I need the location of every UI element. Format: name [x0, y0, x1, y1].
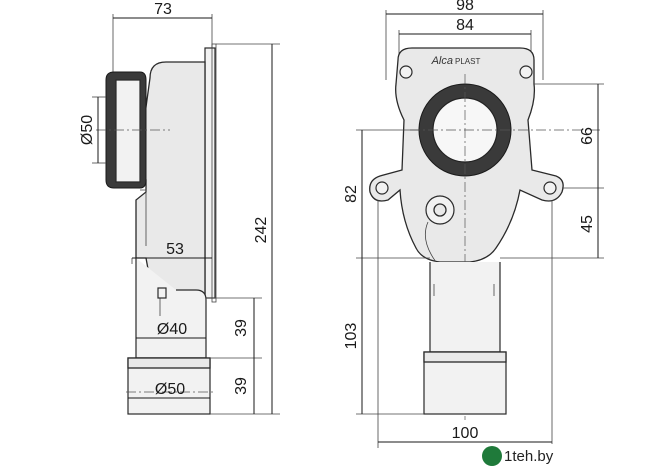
watermark-icon	[482, 446, 502, 466]
dim-front-lower-height: 103	[343, 323, 360, 350]
valve-arm	[424, 221, 437, 263]
dim-front-mid-height: 45	[579, 215, 596, 233]
dim-front-upper-height: 66	[579, 127, 596, 145]
side-hole-left	[375, 181, 389, 195]
logo-sub: PLAST	[455, 57, 480, 66]
side-view: 73 Ø50 53 Ø40 Ø50	[79, 1, 280, 415]
flange-edge	[211, 43, 217, 303]
valve-knob-center	[433, 203, 447, 217]
watermark-badge: 1teh.by	[478, 444, 658, 468]
front-outlet-rim	[423, 351, 507, 363]
dim-side-outlet-length: 39	[233, 377, 250, 395]
dim-front-left-height: 82	[343, 185, 360, 203]
dim-front-hole-spacing: 84	[456, 17, 474, 34]
side-body-detail	[140, 189, 147, 246]
front-outlet-pipe	[429, 262, 501, 353]
dim-side-total-height: 242	[253, 217, 270, 244]
dim-front-outer-width: 98	[456, 0, 474, 14]
side-pipe-notch	[157, 287, 167, 299]
side-outlet-pipe	[135, 258, 207, 359]
dim-side-diameter-top: Ø50	[79, 115, 96, 145]
flange-plate	[204, 47, 216, 299]
watermark-text: 1teh.by	[504, 447, 554, 465]
logo-main: Alca	[431, 55, 453, 67]
dim-side-width: 73	[154, 1, 172, 18]
side-inlet-inner	[115, 79, 141, 183]
dim-side-pipe-length: 39	[233, 319, 250, 337]
mount-hole-right	[519, 65, 533, 79]
dim-side-pipe-diameter: Ø40	[157, 321, 187, 338]
dim-side-outlet-offset: 53	[166, 241, 184, 258]
side-outlet-rim	[127, 357, 211, 369]
dim-front-bottom-width: 100	[452, 425, 479, 442]
mount-hole-left	[399, 65, 413, 79]
dim-side-outlet-diameter: Ø50	[155, 381, 185, 398]
front-view: 98 84 Alca PLAST	[343, 0, 604, 448]
side-hole-right	[543, 181, 557, 195]
